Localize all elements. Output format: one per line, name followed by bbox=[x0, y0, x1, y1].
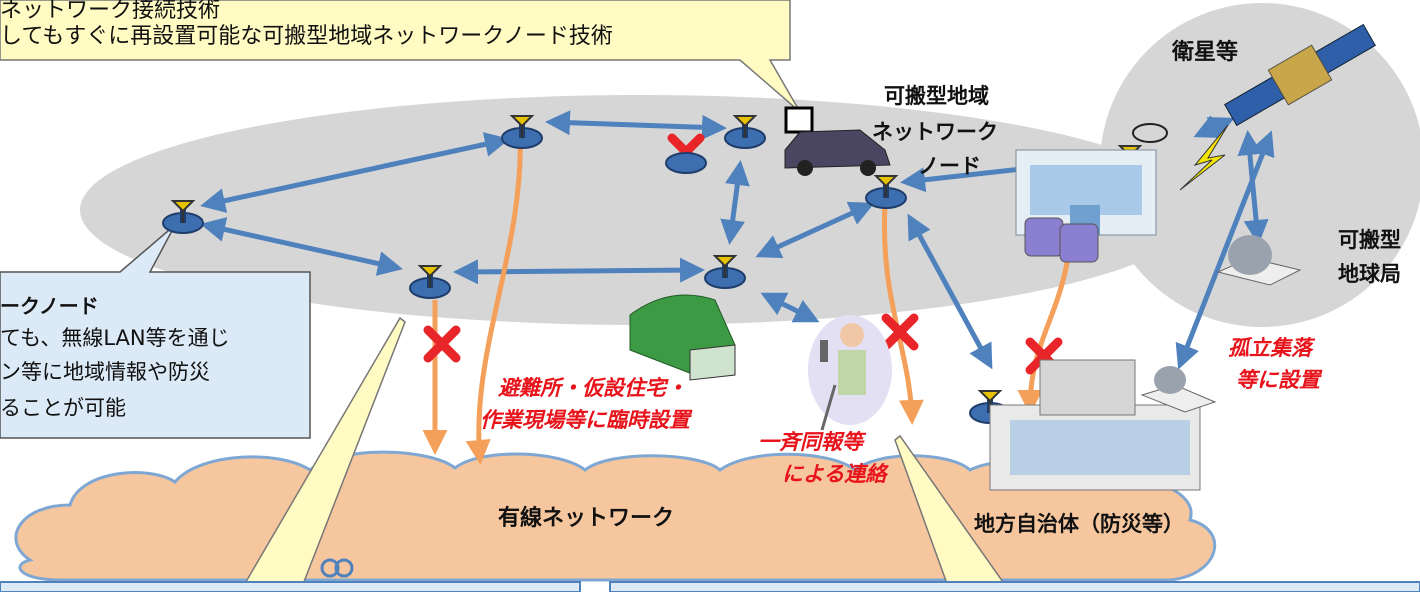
wired-network-label: 有線ネットワーク bbox=[498, 506, 675, 531]
left-callout-line3: ることが可能 bbox=[0, 396, 126, 420]
municipality-label: 地方自治体（防災等） bbox=[974, 512, 1184, 536]
wireless-links bbox=[200, 110, 1275, 370]
earth-station-label-2: 地球局 bbox=[1338, 262, 1401, 286]
parabolic-antenna-icon bbox=[1132, 123, 1168, 143]
earth-station-label-1: 可搬型 bbox=[1338, 228, 1401, 252]
shelter-label-1: 避難所・仮設住宅・ bbox=[498, 376, 687, 400]
bottom-pointer-left bbox=[239, 316, 406, 592]
left-callout-line1: ても、無線LAN等を通じ bbox=[0, 326, 230, 350]
handset-icon bbox=[1024, 217, 1099, 263]
isolated-label-1: 孤立集落 bbox=[1228, 336, 1312, 360]
left-callout-title: ークノード bbox=[0, 294, 99, 318]
earth-station-icon bbox=[1216, 235, 1302, 286]
portable-node-label-3: ノード bbox=[918, 154, 981, 178]
lightning-icon bbox=[1179, 124, 1229, 191]
top-callout-box bbox=[0, 0, 801, 113]
hospital-icon bbox=[1015, 149, 1157, 236]
bottom-pointer-right bbox=[894, 434, 1011, 592]
shelter-label-2: 作業現場等に臨時設置 bbox=[480, 408, 690, 432]
portable-node-label-1: 可搬型地域 bbox=[884, 84, 989, 108]
portable-node-label-2: ネットワーク bbox=[872, 120, 998, 144]
top-callout-line1: ネットワーク接続技術 bbox=[0, 0, 221, 23]
satellite-label: 衛星等 bbox=[1172, 40, 1239, 65]
top-callout-line2: してもすぐに再設置可能な可搬型地域ネットワークノード技術 bbox=[0, 24, 613, 49]
car-icon bbox=[784, 106, 891, 176]
greenhouse-icon bbox=[629, 294, 736, 381]
left-callout-line2: ン等に地域情報や防災 bbox=[0, 360, 210, 384]
broadcast-label-2: による連絡 bbox=[782, 462, 887, 486]
broadcast-label-1: 一斉同報等 bbox=[758, 430, 863, 454]
elderly-person-icon bbox=[808, 315, 892, 431]
isolated-label-2: 等に設置 bbox=[1236, 368, 1320, 392]
city-hall-icon bbox=[989, 359, 1217, 491]
satellite-icon bbox=[1224, 23, 1376, 127]
